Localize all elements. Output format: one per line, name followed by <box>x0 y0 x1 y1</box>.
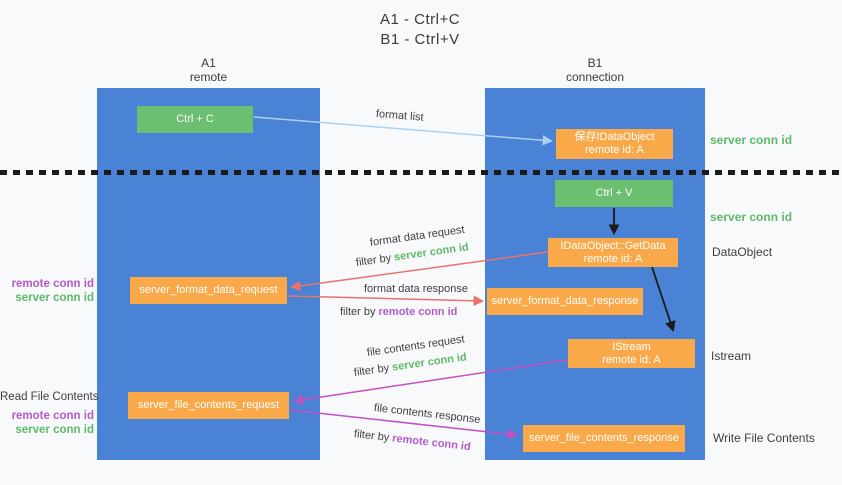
label-format-data-response: format data response <box>364 283 468 295</box>
node-server-file-contents-request: server_file_contents_request <box>128 392 289 419</box>
label-server-conn-id-left-top: server conn id <box>15 292 94 304</box>
node-server-file-contents-response-label: server_file_contents_response <box>529 432 679 444</box>
node-idataobject-getdata: IDataObject::GetData remote id: A <box>548 238 678 267</box>
node-istream-line2: remote id: A <box>602 353 661 366</box>
session-divider-line <box>0 170 842 175</box>
title-line-1: A1 - Ctrl+C <box>379 11 461 28</box>
label-dataobject: DataObject <box>712 245 773 259</box>
remote-conn-id-text: remote conn id <box>378 306 458 318</box>
filter-by-text: filter by <box>353 428 393 445</box>
node-server-format-data-response-label: server_format_data_response <box>491 295 639 307</box>
label-file-contents-response: file contents response <box>373 402 482 427</box>
filter-by-text: filter by <box>353 361 393 379</box>
filter-by-text: filter by <box>340 306 379 318</box>
diagram-title: A1 - Ctrl+C B1 - Ctrl+V <box>300 10 540 50</box>
title-line-2: B1 - Ctrl+V <box>380 31 460 48</box>
node-save-idataobject-line1: 保存IDataObject <box>574 131 655 143</box>
label-istream: Istream <box>711 349 752 363</box>
lane-a1-subtitle: remote <box>189 70 228 84</box>
node-server-format-data-response: server_format_data_response <box>487 288 643 315</box>
node-istream-line1: IStream <box>612 340 651 353</box>
label-server-conn-id-right-mid: server conn id <box>710 210 793 224</box>
label-write-file-contents: Write File Contents <box>713 431 815 445</box>
node-getdata-line2: remote id: A <box>583 252 643 265</box>
label-filter-by-remote-conn-id-2: filter by remote conn id <box>353 428 471 453</box>
node-server-format-data-request: server_format_data_request <box>130 277 287 304</box>
lane-b1-subtitle: connection <box>565 70 625 84</box>
lane-header-b1: B1 connection <box>485 56 705 84</box>
node-save-idataobject-line2: remote id: A <box>585 144 644 156</box>
filter-by-text: filter by <box>355 251 395 269</box>
node-server-file-contents-request-label: server_file_contents_request <box>137 399 280 411</box>
node-ctrl-c-label: Ctrl + C <box>176 113 214 125</box>
lane-a1-name: A1 <box>201 56 216 70</box>
remote-conn-id-text: remote conn id <box>391 432 472 454</box>
node-server-format-data-request-label: server_format_data_request <box>139 284 278 296</box>
node-ctrl-v-label: Ctrl + V <box>595 187 633 199</box>
node-save-idataobject: 保存IDataObject remote id: A <box>556 129 673 159</box>
node-istream: IStream remote id: A <box>568 339 695 368</box>
node-server-file-contents-response: server_file_contents_response <box>523 425 685 452</box>
node-ctrl-v: Ctrl + V <box>555 180 673 207</box>
label-server-conn-id-left-bottom: server conn id <box>15 424 94 436</box>
server-conn-id-text: server conn id <box>391 351 468 374</box>
label-remote-conn-id-left-bottom: remote conn id <box>11 410 94 422</box>
node-ctrl-c: Ctrl + C <box>137 106 253 133</box>
label-read-file-contents: Read File Contents <box>0 391 99 403</box>
node-getdata-line1: IDataObject::GetData <box>560 239 666 252</box>
label-format-list: format list <box>375 108 425 124</box>
label-remote-conn-id-left-top: remote conn id <box>11 278 94 290</box>
label-server-conn-id-right-top: server conn id <box>710 133 793 147</box>
server-conn-id-text: server conn id <box>393 241 470 264</box>
lane-header-a1: A1 remote <box>97 56 320 84</box>
lane-b1-name: B1 <box>587 56 603 70</box>
label-filter-by-remote-conn-id-1: filter by remote conn id <box>340 306 457 318</box>
